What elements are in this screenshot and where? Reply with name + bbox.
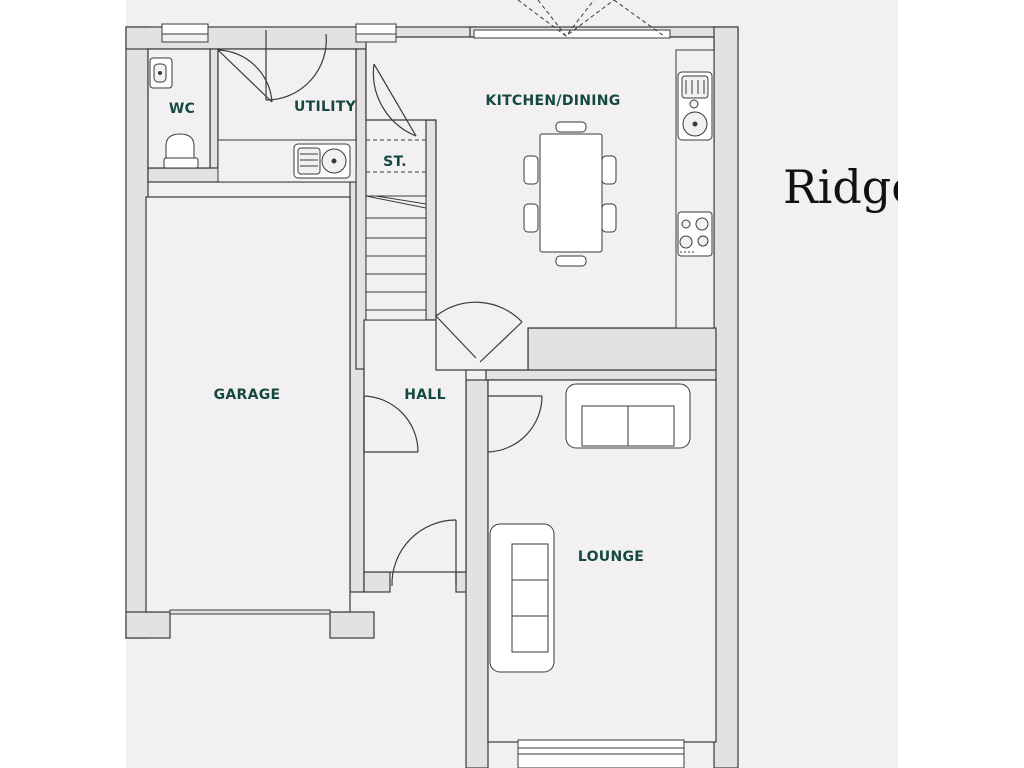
walls [125, 26, 739, 768]
toilet-icon [163, 133, 199, 169]
garage-door-opening [169, 609, 331, 615]
sofa-top-icon [565, 383, 691, 449]
store-outline [365, 119, 427, 197]
room-label-lounge: LOUNGE [578, 549, 644, 565]
wc-window [161, 23, 209, 35]
kitchen-sink-icon [677, 71, 713, 141]
wc-basin-icon [149, 57, 173, 89]
bifold-door-icon [517, 0, 665, 37]
room-label-hall: HALL [404, 387, 446, 403]
hob-icon [677, 211, 713, 257]
utility-window [355, 23, 397, 35]
doors [217, 30, 543, 587]
staircase [365, 195, 427, 321]
kitchen-patio-opening [473, 29, 671, 39]
sofa-left-icon [489, 523, 555, 673]
garage-floor [145, 196, 351, 613]
dining-table-icon [523, 121, 617, 267]
room-label-garage: GARAGE [214, 387, 281, 403]
room-label-kitchen-dining: KITCHEN/DINING [485, 93, 620, 109]
room-labels: WC UTILITY KITCHEN/DINING ST. GARAGE HAL… [169, 93, 644, 565]
room-label-wc: WC [169, 101, 195, 117]
windows [161, 23, 685, 768]
brand-title: Ridge [783, 160, 918, 214]
room-floors [145, 36, 717, 743]
room-label-utility: UTILITY [294, 99, 357, 115]
utility-sink-icon [293, 143, 351, 179]
room-label-store: ST. [383, 154, 407, 170]
